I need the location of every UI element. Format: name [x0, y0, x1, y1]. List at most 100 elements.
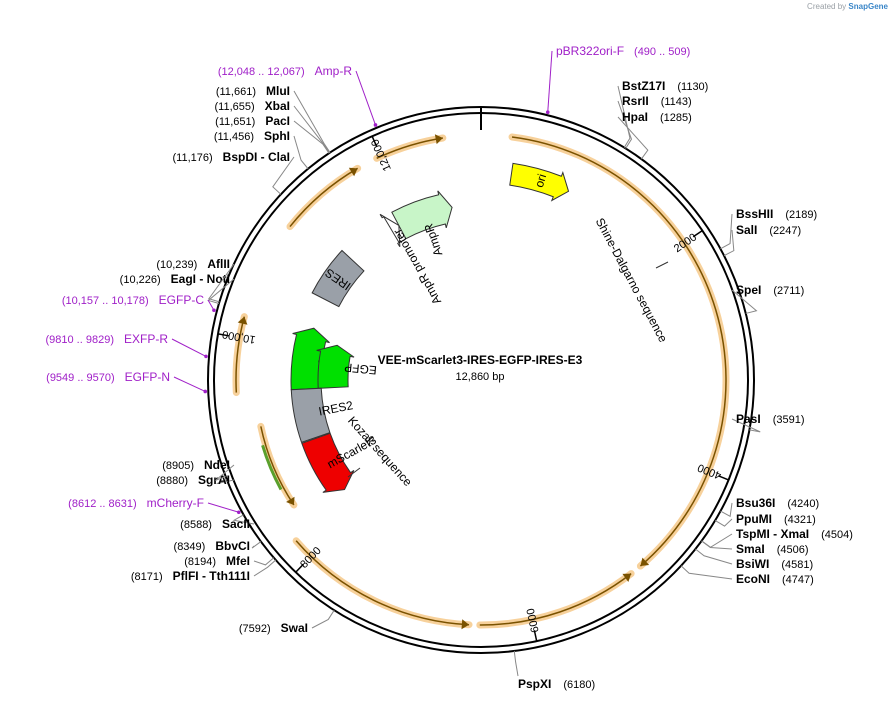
enzyme-label[interactable]: (8880)SgrAI: [156, 473, 230, 487]
restriction-site-tspmi-xmai[interactable]: TspMI - XmaI(4504): [701, 527, 853, 548]
enzyme-label[interactable]: PasI(3591): [736, 412, 804, 426]
restriction-site-bsiwi[interactable]: BsiWI(4581): [695, 548, 813, 571]
enzyme-label[interactable]: EcoNI(4747): [736, 572, 814, 586]
enzyme-leader-line: [617, 100, 633, 149]
primer-site-egfp-n[interactable]: (9549 .. 9570)EGFP-N: [46, 370, 208, 394]
tick-label: 6000: [525, 607, 542, 633]
enzyme-name: SphI: [264, 129, 290, 143]
restriction-site-bbvci[interactable]: (8349)BbvCI: [174, 539, 262, 553]
enzyme-position: (10,226): [120, 274, 161, 286]
enzyme-name: BbvCI: [215, 539, 250, 553]
enzyme-label[interactable]: (10,239)AflII: [156, 257, 230, 271]
enzyme-position: (4747): [782, 574, 814, 586]
enzyme-label[interactable]: (10,226)EagI - NotI: [120, 272, 230, 286]
enzyme-name: PasI: [736, 412, 761, 426]
feature-ori-arrow[interactable]: [509, 162, 570, 202]
restriction-site-econi[interactable]: EcoNI(4747): [680, 565, 814, 586]
enzyme-label[interactable]: (11,176)BspDI - ClaI: [173, 150, 291, 164]
enzyme-position: (2247): [769, 225, 801, 237]
feature-ires2-arrow[interactable]: [290, 387, 331, 444]
plasmid-center-title: VEE-mScarlet3-IRES-EGFP-IRES-E3 12,860 b…: [378, 353, 583, 383]
enzyme-label[interactable]: (11,655)XbaI: [215, 99, 291, 113]
restriction-site-sphi[interactable]: (11,456)SphI: [214, 129, 309, 170]
primer-range: (12,048 .. 12,067): [218, 66, 305, 78]
restriction-site-xbai[interactable]: (11,655)XbaI: [215, 99, 330, 154]
restriction-site-mlui[interactable]: (11,661)MluI: [216, 84, 331, 153]
enzyme-position: (8171): [131, 571, 163, 583]
enzyme-label[interactable]: (11,661)MluI: [216, 84, 290, 98]
feature-egfp-arrow[interactable]: [316, 344, 355, 389]
primer-label[interactable]: pBR322ori-F(490 .. 509): [556, 44, 690, 58]
enzyme-position: (6180): [563, 679, 595, 691]
enzyme-label[interactable]: Bsu36I(4240): [736, 496, 819, 510]
enzyme-leader-line: [720, 213, 733, 250]
primer-label[interactable]: (10,157 .. 10,178)EGFP-C: [62, 293, 205, 307]
restriction-site-rsrii[interactable]: RsrII(1143): [617, 94, 692, 149]
primer-label[interactable]: (12,048 .. 12,067)Amp-R: [218, 64, 353, 78]
restriction-site-sali[interactable]: SalI(2247): [723, 223, 801, 257]
feature-ampr-promoter-arrow[interactable]: [379, 213, 401, 248]
restriction-site-mfei[interactable]: (8194)MfeI: [184, 554, 275, 568]
enzyme-label[interactable]: (11,651)PacI: [215, 114, 290, 128]
restriction-site-aflii[interactable]: (10,239)AflII: [156, 257, 235, 303]
enzyme-leader-line: [272, 156, 295, 195]
enzyme-name: XbaI: [265, 99, 290, 113]
enzyme-label[interactable]: BsiWI(4581): [736, 557, 813, 571]
restriction-site-bspdi-clai[interactable]: (11,176)BspDI - ClaI: [173, 150, 295, 195]
enzyme-label[interactable]: (7592)SwaI: [239, 621, 308, 635]
restriction-site-pflfi-tth111i[interactable]: (8171)PflFI - Tth111I: [131, 559, 277, 583]
restriction-site-ndei[interactable]: (8905)NdeI: [162, 458, 235, 481]
enzyme-label[interactable]: (8349)BbvCI: [174, 539, 250, 553]
enzyme-name: SgrAI: [198, 473, 230, 487]
feature-mscarlet3-arrow[interactable]: [301, 432, 355, 493]
primer-site-pbr322ori-f[interactable]: pBR322ori-F(490 .. 509): [545, 44, 690, 114]
primer-sites[interactable]: pBR322ori-F(490 .. 509) (12,048 .. 12,067…: [45, 44, 690, 515]
enzyme-label[interactable]: (8905)NdeI: [162, 458, 230, 472]
enzyme-label[interactable]: HpaI(1285): [622, 110, 692, 124]
primer-site-egfp-c[interactable]: (10,157 .. 10,178)EGFP-C: [62, 293, 216, 313]
restriction-site-paci[interactable]: (11,651)PacI: [215, 114, 330, 154]
restriction-site-bsu36i[interactable]: Bsu36I(4240): [720, 496, 819, 518]
feature-ampr-arrow[interactable]: [391, 190, 453, 240]
restriction-site-swai[interactable]: (7592)SwaI: [239, 609, 335, 635]
enzyme-label[interactable]: (8171)PflFI - Tth111I: [131, 569, 250, 583]
enzyme-label[interactable]: (8194)MfeI: [184, 554, 250, 568]
enzyme-label[interactable]: SpeI(2711): [736, 283, 804, 297]
restriction-site-smai[interactable]: SmaI(4506): [701, 540, 808, 556]
restriction-site-ppumi[interactable]: PpuMI(4321): [714, 512, 816, 527]
restriction-site-pspxi[interactable]: PspXI(6180): [513, 650, 595, 691]
enzyme-label[interactable]: (8588)SacII: [180, 517, 250, 531]
primer-label[interactable]: (9810 .. 9829)EXFP-R: [45, 332, 168, 346]
enzyme-label[interactable]: SmaI(4506): [736, 542, 808, 556]
enzyme-label[interactable]: RsrII(1143): [622, 94, 692, 108]
restriction-site-bsshii[interactable]: BssHII(2189): [720, 207, 817, 250]
primer-site-mcherry-f[interactable]: (8612 .. 8631)mCherry-F: [68, 496, 241, 515]
primer-label[interactable]: (8612 .. 8631)mCherry-F: [68, 496, 204, 510]
enzyme-label[interactable]: PpuMI(4321): [736, 512, 816, 526]
restriction-sites[interactable]: BstZ17I(1130)RsrII(1143) HpaI(1285) BssHII…: [120, 79, 853, 691]
primer-site-amp-r[interactable]: (12,048 .. 12,067)Amp-R: [218, 64, 378, 127]
feature-ires2-label: IRES2: [317, 398, 354, 418]
restriction-site-hpai[interactable]: HpaI(1285): [617, 110, 692, 160]
primer-label[interactable]: (9549 .. 9570)EGFP-N: [46, 370, 170, 384]
enzyme-label[interactable]: PspXI(6180): [518, 677, 595, 691]
primer-site-exfp-r[interactable]: (9810 .. 9829)EXFP-R: [45, 332, 208, 359]
enzyme-label[interactable]: BssHII(2189): [736, 207, 817, 221]
orf-arrowhead: [622, 573, 632, 582]
enzyme-label[interactable]: SalI(2247): [736, 223, 801, 237]
restriction-site-sgrai[interactable]: (8880)SgrAI: [156, 473, 235, 487]
shine-dalgarno-tick: [655, 261, 669, 269]
enzyme-label[interactable]: (11,456)SphI: [214, 129, 290, 143]
enzyme-label[interactable]: BstZ17I(1130): [622, 79, 708, 93]
enzyme-label[interactable]: TspMI - XmaI(4504): [736, 527, 853, 541]
restriction-site-bstz17i[interactable]: BstZ17I(1130): [617, 79, 708, 148]
enzyme-position: (4504): [821, 529, 853, 541]
orf-line: [511, 136, 727, 567]
tick-mark: [217, 333, 229, 337]
restriction-site-spei[interactable]: SpeI(2711): [731, 283, 804, 314]
restriction-site-pasi[interactable]: PasI(3591): [731, 412, 804, 433]
feature-ires-arrow[interactable]: [311, 249, 365, 308]
restriction-site-sacii[interactable]: (8588)SacII: [180, 514, 255, 531]
